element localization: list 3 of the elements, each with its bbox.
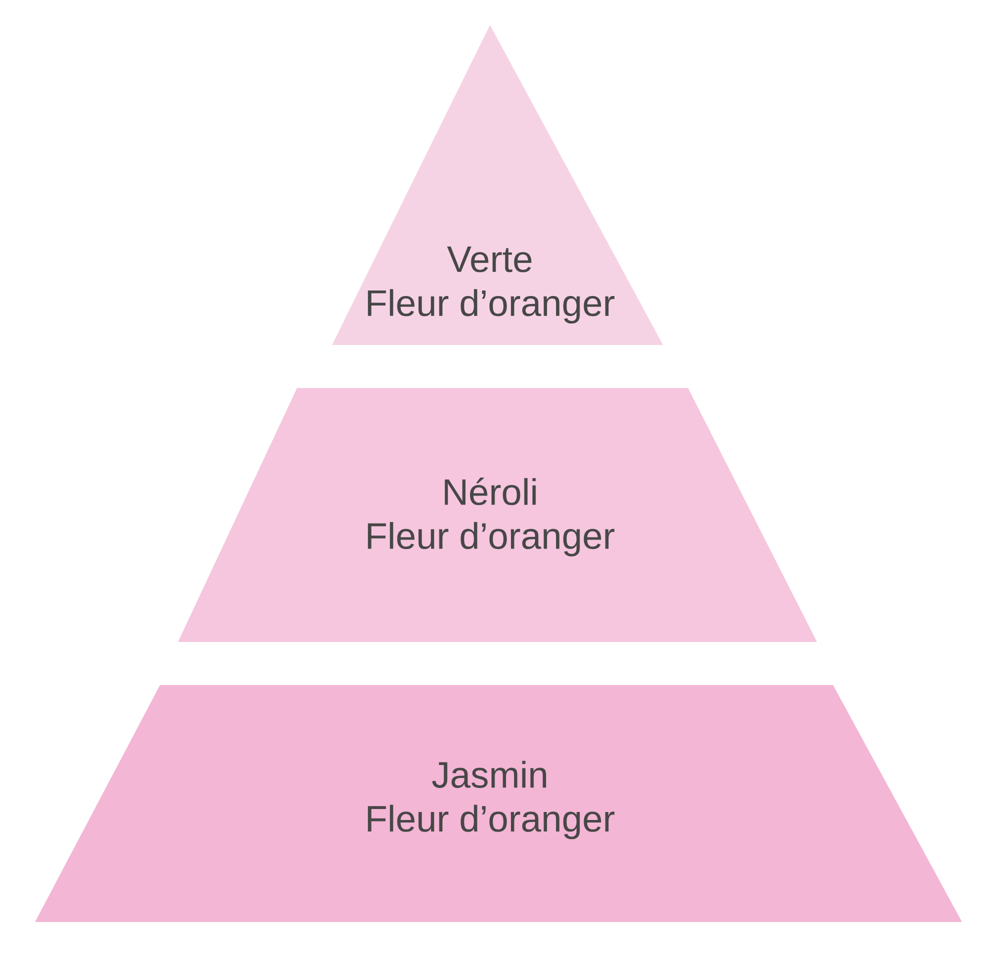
pyramid-tier: Néroli Fleur d’oranger [178,388,818,642]
pyramid-tier: Verte Fleur d’oranger [332,25,664,345]
pyramid-tier: Jasmin Fleur d’oranger [35,685,962,922]
